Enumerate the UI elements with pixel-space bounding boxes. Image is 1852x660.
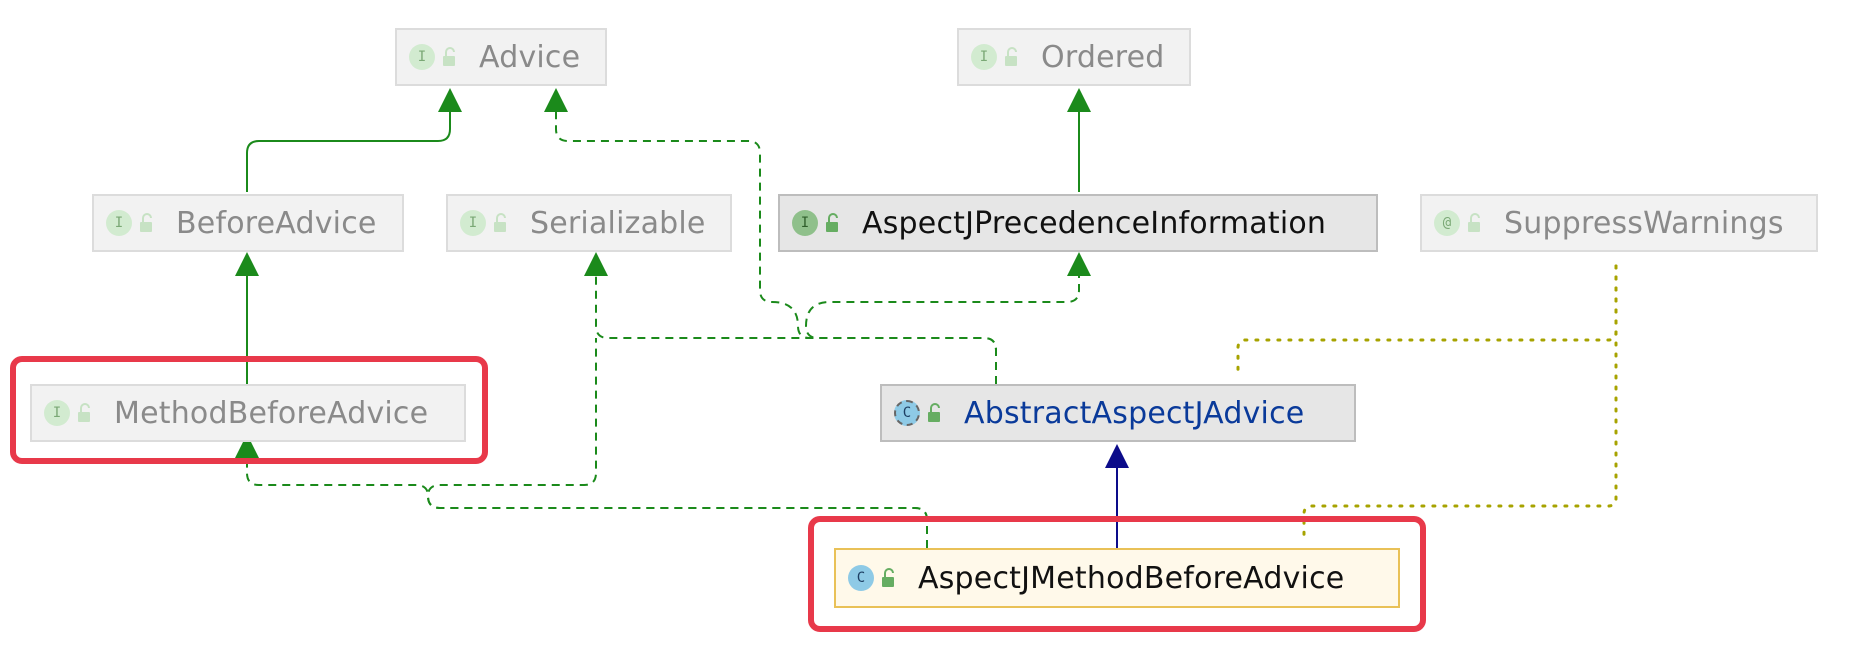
interface-icon: I [409, 44, 435, 70]
interface-icon: I [106, 210, 132, 236]
edge-abstract-precedence [804, 264, 1080, 384]
node-label: Ordered [1041, 39, 1165, 75]
node-advice[interactable]: I Advice [395, 28, 607, 86]
public-lock-icon [826, 213, 838, 232]
public-lock-icon [78, 403, 90, 422]
interface-icon: I [792, 210, 818, 236]
public-lock-icon [1005, 47, 1017, 66]
annotation-icon: @ [1434, 210, 1460, 236]
abstract-class-icon: C [894, 400, 920, 426]
arrowhead-ordered [1067, 88, 1091, 112]
arrowhead-serializable [584, 252, 608, 276]
node-beforeadvice[interactable]: I BeforeAdvice [92, 194, 404, 252]
node-label: MethodBeforeAdvice [114, 395, 429, 431]
interface-icon: I [460, 210, 486, 236]
node-aspectjprecedenceinformation[interactable]: I AspectJPrecedenceInformation [778, 194, 1378, 252]
edge-abstract-advice [555, 100, 997, 384]
public-lock-icon [928, 403, 940, 422]
annotation-link-aspectjmethod [1302, 264, 1618, 542]
node-label: BeforeAdvice [176, 205, 377, 241]
arrowhead-beforeadvice [235, 252, 259, 276]
class-icon: C [848, 565, 874, 591]
arrowhead-precedence [1067, 252, 1091, 276]
arrowhead-advice-1 [438, 88, 462, 112]
node-label: Advice [479, 39, 581, 75]
public-lock-icon [1468, 213, 1480, 232]
arrowhead-abstract [1105, 444, 1129, 468]
highlight-methodbeforeadvice [10, 356, 488, 464]
node-aspectjmethodbeforeadvice[interactable]: C AspectJMethodBeforeAdvice [834, 548, 1400, 608]
node-suppresswarnings[interactable]: @ SuppressWarnings [1420, 194, 1818, 252]
node-methodbeforeadvice[interactable]: I MethodBeforeAdvice [30, 384, 466, 442]
interface-icon: I [44, 400, 70, 426]
public-lock-icon [882, 568, 894, 587]
public-lock-icon [494, 213, 506, 232]
arrowhead-advice-2 [544, 88, 568, 112]
edge-abstract-serializable [595, 264, 997, 384]
annotation-link-abstract [1236, 264, 1618, 378]
arrowhead-methodbefore [235, 434, 259, 458]
node-label: Serializable [530, 205, 706, 241]
node-label: AspectJPrecedenceInformation [862, 205, 1327, 241]
node-label: AbstractAspectJAdvice [964, 395, 1305, 431]
node-ordered[interactable]: I Ordered [957, 28, 1191, 86]
public-lock-icon [140, 213, 152, 232]
highlight-aspectjmethodbeforeadvice [808, 516, 1426, 632]
interface-icon: I [971, 44, 997, 70]
edge-beforeadvice-advice [246, 100, 451, 192]
public-lock-icon [443, 47, 455, 66]
node-label: SuppressWarnings [1504, 205, 1784, 241]
node-serializable[interactable]: I Serializable [446, 194, 732, 252]
node-abstractaspectjadvice[interactable]: C AbstractAspectJAdvice [880, 384, 1356, 442]
node-label: AspectJMethodBeforeAdvice [918, 560, 1345, 596]
